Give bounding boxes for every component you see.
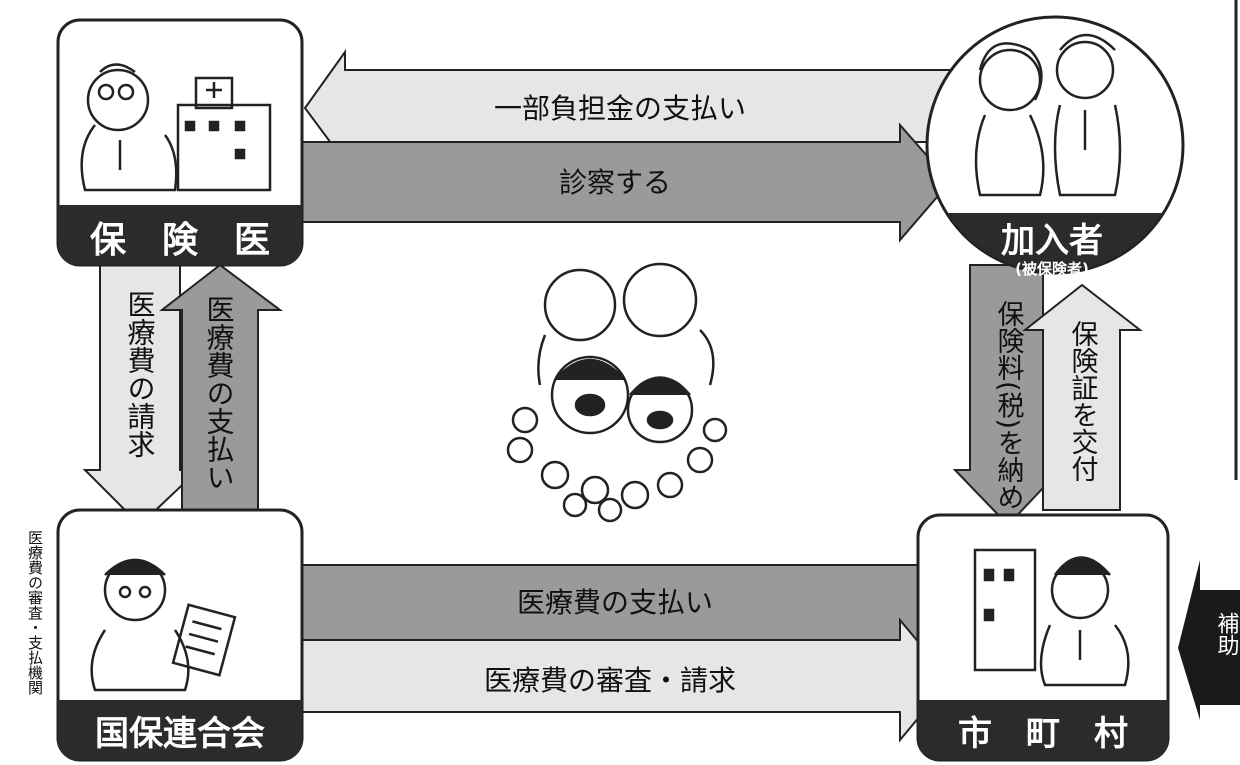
node-insurance-doctor-title: 保 険 医 [90,220,270,261]
node-kokuho-federation: 国保連合会 [56,508,304,762]
node-municipality-title: 市 町 村 [958,714,1128,754]
arrow-issue-insurance-card: 保険証を交付 [1022,283,1143,511]
arrow-medical-fee-payment-left-label: 医療費の支払い [203,295,236,491]
node-insurance-doctor: 保 険 医 [56,18,304,267]
arrow-copayment-label: 一部負担金の支払い [494,92,746,125]
node-members-subtitle: (被保険者) [1015,260,1089,278]
official-illustration [973,548,1130,687]
arrow-medical-fee-payment-bottom-label: 医療費の支払い [517,586,713,619]
couple-illustration [974,33,1122,197]
arrow-claim-medical-fee: 医療費の請求 [82,261,201,527]
subsidy-arrow: 補助 [1178,560,1240,720]
arrow-issue-insurance-card-label: 保険証を交付 [1067,320,1099,482]
arrow-claim-medical-fee-label: 医療費の請求 [124,290,157,458]
family-illustration [506,262,728,523]
arrow-examination-label: 診察する [559,166,671,199]
arrow-pay-premium-label: 保険料(税)を納める [993,300,1025,537]
arrow-review-claim-label: 医療費の審査・請求 [484,664,736,697]
clerk-illustration [90,558,237,692]
node-municipality: 市 町 村 [916,513,1170,762]
arrow-copayment: 一部負担金の支払い [303,48,951,166]
node-members: 加入者 (被保険者) [925,15,1185,278]
node-kokuho-federation-title: 国保連合会 [95,714,265,754]
subsidy-label: 補助 [1214,612,1240,656]
doctor-hospital-illustration [80,63,272,192]
arrow-examination: 診察する [299,122,952,243]
node-members-title: 加入者 [1001,221,1103,261]
kokuho-side-label: 医療費の審査・支払機関 [26,530,44,696]
